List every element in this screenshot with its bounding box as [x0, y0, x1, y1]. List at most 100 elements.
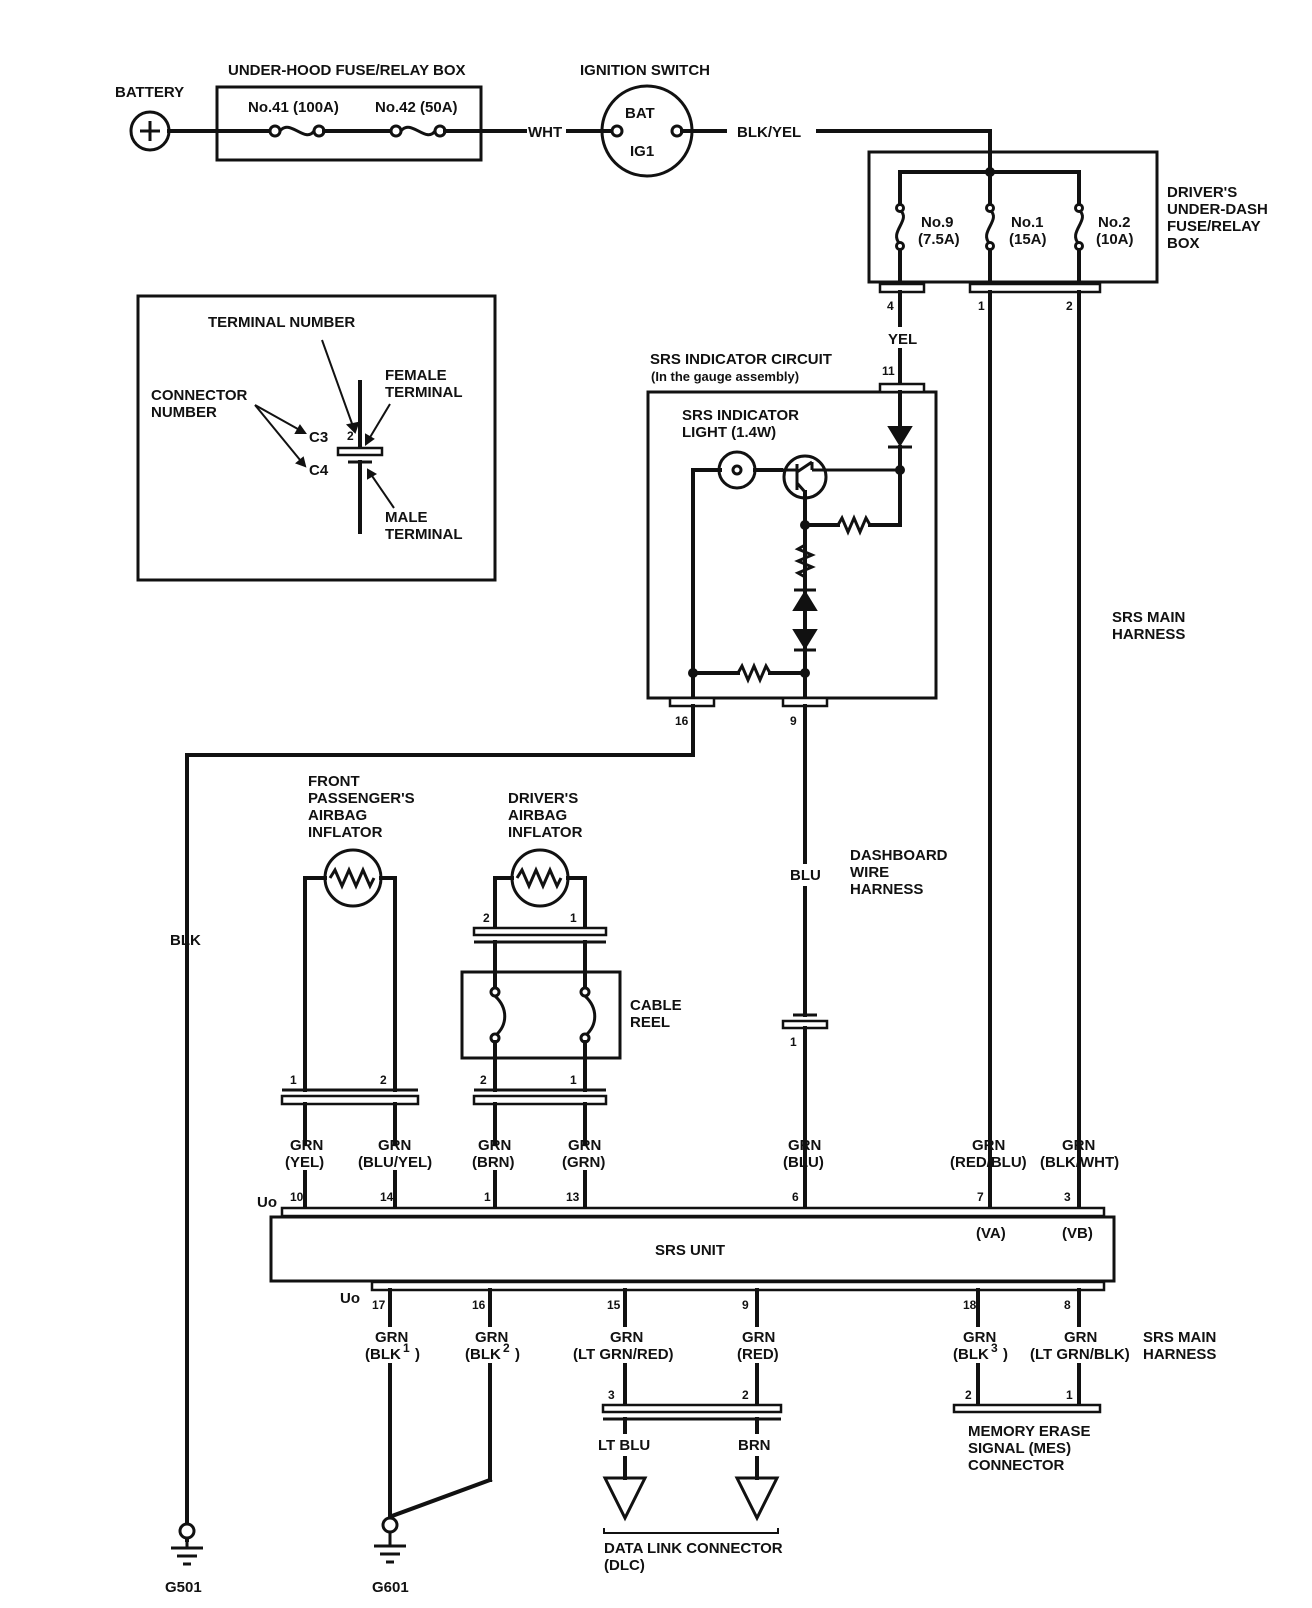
dlc-label-2: (DLC): [604, 1557, 645, 1574]
ground-g601: G601: [372, 1516, 409, 1596]
legend-female-label-2: TERMINAL: [385, 384, 463, 401]
pin-9-label: 9: [742, 1298, 749, 1312]
legend-c4-label: C4: [309, 462, 329, 479]
wire-ltgrnred-color: (LT GRN/RED): [573, 1346, 674, 1363]
pin-13-label: 13: [566, 1190, 580, 1204]
drivers-airbag: DRIVER'S AIRBAG INFLATOR 2 1 CABLE REEL …: [460, 790, 682, 1146]
wire-blk2-close: ): [515, 1346, 520, 1363]
fuse-2-rating: (10A): [1096, 231, 1134, 248]
wire-grn-label: GRN: [1064, 1329, 1097, 1346]
front-passenger-airbag: FRONT PASSENGER'S AIRBAG INFLATOR 1 2: [280, 773, 420, 1146]
under-hood-box-label: UNDER-HOOD FUSE/RELAY BOX: [228, 62, 466, 79]
pin-7-label: 7: [977, 1190, 984, 1204]
wire-redblu-color: (RED/BLU): [950, 1154, 1027, 1171]
cr-pin-1-label: 1: [570, 1073, 577, 1087]
pin-18-label: 18: [963, 1298, 977, 1312]
fuse-42-label: No.42 (50A): [375, 99, 458, 116]
legend-terminal-number: TERMINAL NUMBER: [208, 314, 355, 331]
legend-female-label-1: FEMALE: [385, 367, 447, 384]
srs-indicator-circuit: SRS INDICATOR CIRCUIT (In the gauge asse…: [646, 351, 938, 728]
vb-label: (VB): [1062, 1225, 1093, 1242]
drivers-box-label-2: UNDER-DASH: [1167, 201, 1268, 218]
fuse-42-symbol: [399, 125, 437, 137]
pin-10-label: 10: [290, 1190, 304, 1204]
drivers-box-label-4: BOX: [1167, 235, 1200, 252]
drivers-under-dash-fuse-box: No.9 (7.5A) No.1 (15A) No.2 (10A) DRIVER…: [867, 150, 1268, 313]
fuse-1-rating: (15A): [1009, 231, 1047, 248]
pin-1-label: 1: [484, 1190, 491, 1204]
pin-17-label: 17: [372, 1298, 386, 1312]
pin-1-top-label: 1: [978, 299, 985, 313]
va-label: (VA): [976, 1225, 1006, 1242]
wire-blk-label: BLK: [170, 932, 201, 949]
srs-indicator-light-label-1: SRS INDICATOR: [682, 407, 799, 424]
pin-16-gauge-label: 16: [675, 714, 689, 728]
wire-grn-label: GRN: [378, 1137, 411, 1154]
footnote-1-mark: 1: [403, 1341, 410, 1355]
uo-bottom-label: Uo: [340, 1290, 360, 1307]
legend-pin-2-label: 2: [347, 429, 354, 443]
front-passenger-label-2: PASSENGER'S: [308, 790, 415, 807]
cable-reel: [460, 970, 622, 1060]
dr-pin-1-top-label: 1: [570, 911, 577, 925]
wire-ltgrnblk-color: (LT GRN/BLK): [1030, 1346, 1130, 1363]
wire-blu-color: (BLU): [783, 1154, 824, 1171]
uo-top-label: Uo: [257, 1194, 277, 1211]
fuse-9-rating: (7.5A): [918, 231, 960, 248]
dashboard-harness-label-1: DASHBOARD: [850, 847, 948, 864]
wire-grn-label: GRN: [610, 1329, 643, 1346]
wire-brn-label: BRN: [738, 1437, 771, 1454]
pin-8-label: 8: [1064, 1298, 1071, 1312]
drivers-box-label-3: FUSE/RELAY: [1167, 218, 1261, 235]
front-passenger-label-3: AIRBAG: [308, 807, 367, 824]
wire-yel-label: YEL: [888, 331, 917, 348]
dashboard-harness-label-3: HARNESS: [850, 881, 923, 898]
wire-blu-label: BLU: [790, 867, 821, 884]
blu-pin-1-label: 1: [790, 1035, 797, 1049]
wire-yel-color: (YEL): [285, 1154, 324, 1171]
srs-unit-label: SRS UNIT: [655, 1242, 725, 1259]
fuse-41-label: No.41 (100A): [248, 99, 339, 116]
dashboard-harness-label-2: WIRE: [850, 864, 889, 881]
pin-16-label: 16: [472, 1298, 486, 1312]
dr-pin-2-top-label: 2: [483, 911, 490, 925]
fuse-9-label: No.9: [921, 214, 954, 231]
cr-pin-2-label: 2: [480, 1073, 487, 1087]
wire-blk2-color: (BLK: [465, 1346, 501, 1363]
wire-ltblu-label: LT BLU: [598, 1437, 650, 1454]
footnote-3-mark: 3: [991, 1341, 998, 1355]
connector-legend: TERMINAL NUMBER CONNECTOR NUMBER FEMALE …: [136, 294, 497, 582]
wire-grn-label: GRN: [475, 1329, 508, 1346]
pin-9-gauge-label: 9: [790, 714, 797, 728]
wire-grn-label: GRN: [478, 1137, 511, 1154]
fuse-41-symbol: [278, 125, 316, 137]
fuse-2-label: No.2: [1098, 214, 1131, 231]
pin-6-label: 6: [792, 1190, 799, 1204]
srs-unit: SRS UNIT (VA) (VB): [269, 1215, 1116, 1283]
fp-pin-1-label: 1: [290, 1073, 297, 1087]
g501-label: G501: [165, 1579, 202, 1596]
wire-blk3-close: ): [1003, 1346, 1008, 1363]
dlc-pin-3-label: 3: [608, 1388, 615, 1402]
pin-3-label: 3: [1064, 1190, 1071, 1204]
footnote-2-mark: 2: [503, 1341, 510, 1355]
wire-blkwht-color: (BLK/WHT): [1040, 1154, 1119, 1171]
wire-bluyel-color: (BLU/YEL): [358, 1154, 432, 1171]
pin-4-label: 4: [887, 299, 894, 313]
legend-male-label-1: MALE: [385, 509, 428, 526]
wire-grn-label: GRN: [972, 1137, 1005, 1154]
dlc-terminal-3: [602, 1476, 648, 1522]
fuse-1-label: No.1: [1011, 214, 1044, 231]
wire-brn-color: (BRN): [472, 1154, 515, 1171]
wire-grn-label: GRN: [375, 1329, 408, 1346]
legend-c3-label: C3: [309, 429, 328, 446]
battery-label: BATTERY: [115, 84, 184, 101]
wire-grn-label: GRN: [742, 1329, 775, 1346]
ignition-ig1-label: IG1: [630, 143, 654, 160]
power-feed: BATTERY UNDER-HOOD FUSE/RELAY BOX No.41 …: [115, 62, 992, 178]
wire-grn-label: GRN: [290, 1137, 323, 1154]
wire-grn-label: GRN: [963, 1329, 996, 1346]
pin-11-label: 11: [882, 364, 895, 378]
drivers-airbag-label-2: AIRBAG: [508, 807, 567, 824]
